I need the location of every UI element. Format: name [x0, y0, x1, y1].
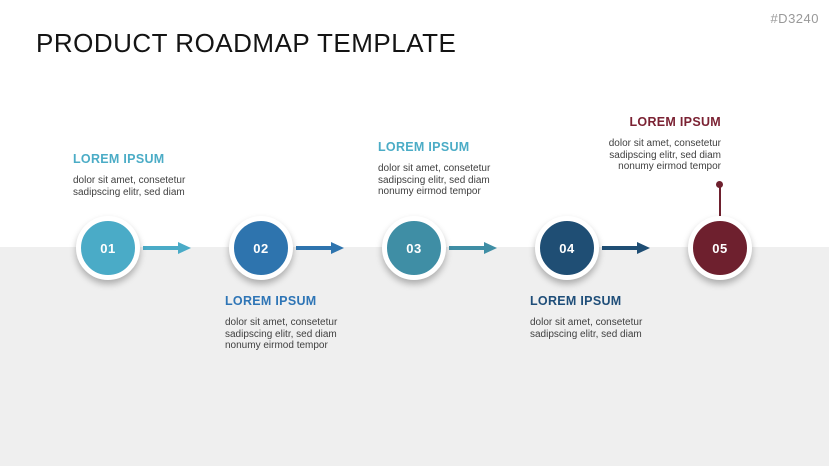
milestone-number: 04	[559, 240, 575, 256]
milestone-3-body-line: nonumy eirmod tempor	[378, 186, 481, 197]
milestone-5-heading: LOREM IPSUM	[629, 115, 721, 129]
milestone-2-body-line: sadipscing elitr, sed diam	[225, 328, 337, 340]
milestone-5-body-line: sadipscing elitr, sed diam	[609, 149, 721, 161]
milestone-2-body-line: dolor sit amet, consetetur	[225, 317, 338, 328]
milestone-5-connector-dot	[716, 181, 723, 188]
milestone-4-textblock: LOREM IPSUM dolor sit amet, consetetur s…	[530, 294, 700, 340]
milestone-circle-01: 01	[76, 216, 140, 280]
milestone-number: 02	[253, 240, 269, 256]
milestone-3-textblock: LOREM IPSUM dolor sit amet, consetetur s…	[378, 140, 548, 198]
milestone-4-body-line: sadipscing elitr, sed diam	[530, 328, 642, 340]
milestone-3-heading: LOREM IPSUM	[378, 140, 470, 154]
milestone-circle-03: 03	[382, 216, 446, 280]
milestone-3-body-line: sadipscing elitr, sed diam	[378, 174, 490, 186]
milestone-5-connector-line	[719, 186, 721, 217]
milestone-1-textblock: LOREM IPSUM dolor sit amet, consetetur s…	[73, 152, 243, 198]
arrow-1-shaft	[143, 246, 179, 250]
slide-id-label: #D3240	[770, 11, 819, 26]
milestone-2-textblock: LOREM IPSUM dolor sit amet, consetetur s…	[225, 294, 395, 352]
milestone-5-textblock: LOREM IPSUM dolor sit amet, consetetur s…	[551, 115, 721, 173]
arrow-4-shaft	[602, 246, 638, 250]
milestone-number: 05	[712, 240, 728, 256]
milestone-3-body-line: dolor sit amet, consetetur	[378, 163, 491, 174]
milestone-5-body-line: dolor sit amet, consetetur	[608, 138, 721, 149]
milestone-4-body-line: dolor sit amet, consetetur	[530, 317, 643, 328]
page-title: PRODUCT ROADMAP TEMPLATE	[36, 28, 457, 58]
milestone-5-body-line: nonumy eirmod tempor	[618, 161, 721, 172]
arrow-2-shaft	[296, 246, 332, 250]
timeline-band	[0, 247, 829, 466]
milestone-2-heading: LOREM IPSUM	[225, 294, 317, 308]
milestone-4-heading: LOREM IPSUM	[530, 294, 622, 308]
milestone-circle-02: 02	[229, 216, 293, 280]
milestone-number: 01	[100, 240, 116, 256]
milestone-2-body-line: nonumy eirmod tempor	[225, 340, 328, 351]
milestone-1-heading: LOREM IPSUM	[73, 152, 165, 166]
arrow-3-shaft	[449, 246, 485, 250]
milestone-1-body-line: dolor sit amet, consetetur	[73, 175, 186, 186]
milestone-circle-05: 05	[688, 216, 752, 280]
milestone-1-body-line: sadipscing elitr, sed diam	[73, 186, 185, 198]
milestone-circle-04: 04	[535, 216, 599, 280]
milestone-number: 03	[406, 240, 422, 256]
